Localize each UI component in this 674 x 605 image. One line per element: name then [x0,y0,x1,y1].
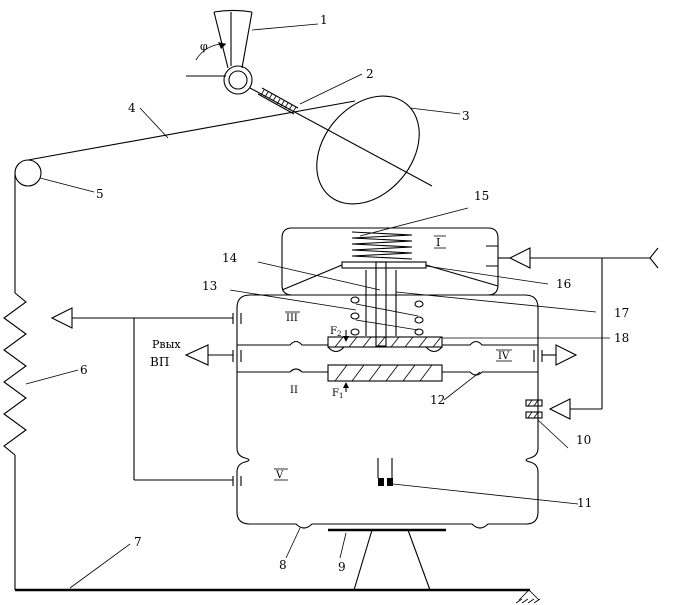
base-7 [15,543,541,604]
chamber-IV: IV [498,351,510,362]
label-11: 11 [577,496,592,510]
cam-disc-3 [249,87,461,205]
label-4: 4 [128,101,136,115]
label-9: 9 [338,560,346,574]
label-7: 7 [134,535,142,549]
spring-6 [3,292,79,590]
stem-14 [281,261,499,347]
force-arrows [343,330,349,392]
support-9 [285,527,446,591]
label-3: 3 [462,109,470,123]
label-8: 8 [279,558,287,572]
label-5: 5 [96,187,104,201]
hatched-lever [257,73,363,115]
nozzle-11 [377,458,579,505]
phi-symbol: φ [200,40,208,53]
throttle-10 [525,399,569,449]
label-17: 17 [614,306,629,320]
label-6: 6 [80,363,88,377]
pneumatic-lines [50,247,659,481]
pulley-5 [14,159,95,293]
label-18: 18 [614,331,629,345]
label-16: 16 [556,277,571,291]
output-pressure-label: Рвых [152,338,181,351]
label-15: 15 [474,189,489,203]
chamber-I: I [436,236,440,249]
label-10: 10 [576,433,591,447]
leader-lines [229,207,610,401]
force-f1-sub: 1 [339,392,343,400]
cable-4 [27,100,356,161]
vp-label: ВП [150,355,169,369]
membrane-plate-lower [327,364,443,382]
membrane-plate-upper [327,336,443,353]
label-14: 14 [222,251,238,265]
chamber-overlines [274,235,512,481]
spring-15 [351,231,413,260]
chamber-II: II [290,385,298,396]
label-12: 12 [430,393,445,407]
label-2: 2 [366,67,374,81]
pointer-scale-1 [186,10,319,95]
force-f2-sub: 2 [337,330,341,338]
label-13: 13 [202,279,217,293]
force-f2: F [330,326,337,337]
chamber-III: III [286,313,298,324]
main-body [236,294,539,529]
chamber-V: V [275,470,284,481]
force-f1: F [332,388,339,399]
body-ports [232,245,543,486]
label-1: 1 [320,13,328,27]
spring-13 [350,296,424,336]
